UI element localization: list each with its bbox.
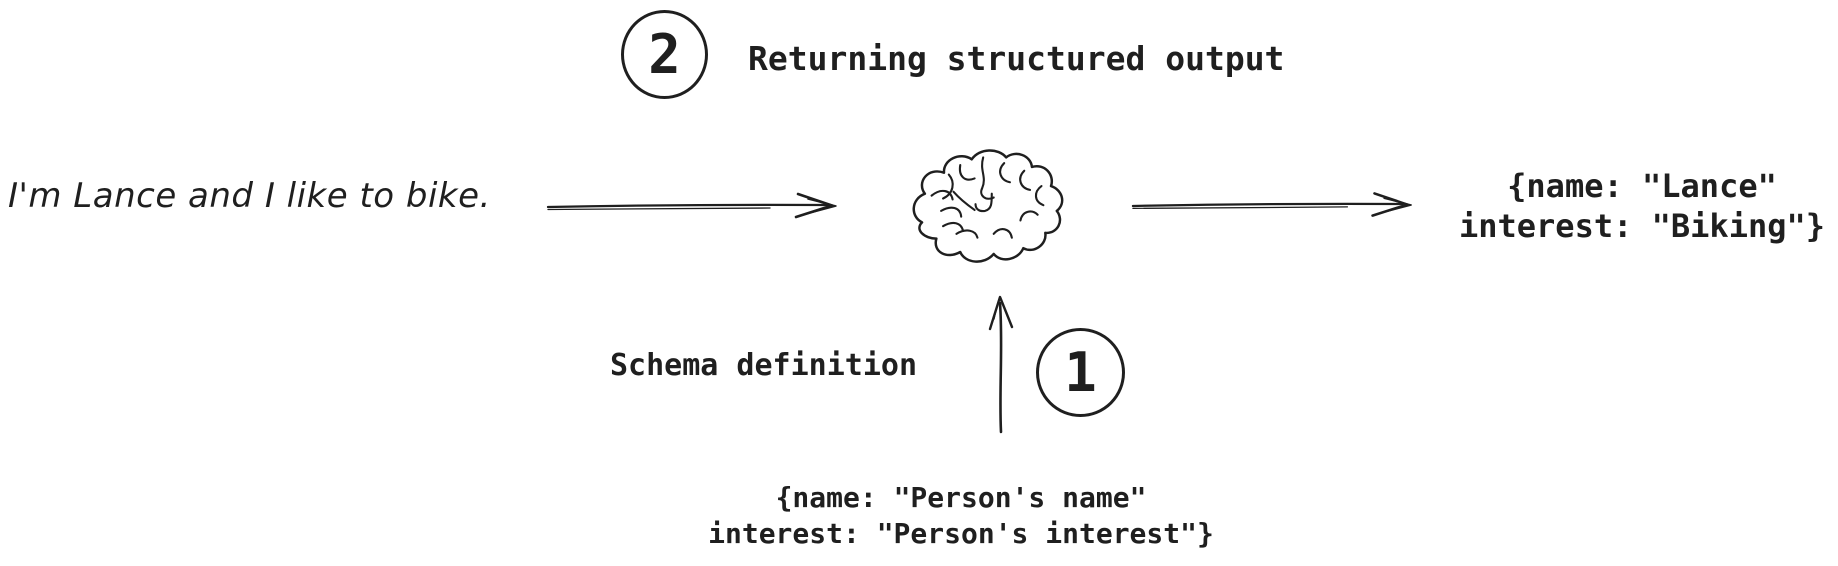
step-2-badge: 2 [621,10,708,99]
step-2-label: Returning structured output [748,39,1285,78]
input-message-text: I'm Lance and I like to bike. [8,176,491,216]
brain-icon [912,149,1064,263]
step-2-number: 2 [648,23,681,86]
llm-to-output-arrow-icon [1131,192,1412,217]
structured-output-line-1: {name: "Lance" [1507,167,1777,205]
schema-definition-line-1: {name: "Person's name" [775,481,1147,514]
schema-definition-label: Schema definition [610,348,918,383]
step-1-badge: 1 [1036,328,1125,417]
step-1-number: 1 [1064,341,1097,404]
structured-output-line-2: interest: "Biking"} [1458,207,1826,245]
schema-definition-text: {name: "Person's name" interest: "Person… [701,480,1221,552]
input-to-llm-arrow-icon [546,192,837,219]
schema-definition-line-2: interest: "Person's interest"} [708,517,1214,550]
schema-to-llm-arrow-icon [988,295,1014,434]
structured-output-text: {name: "Lance" interest: "Biking"} [1446,166,1838,246]
